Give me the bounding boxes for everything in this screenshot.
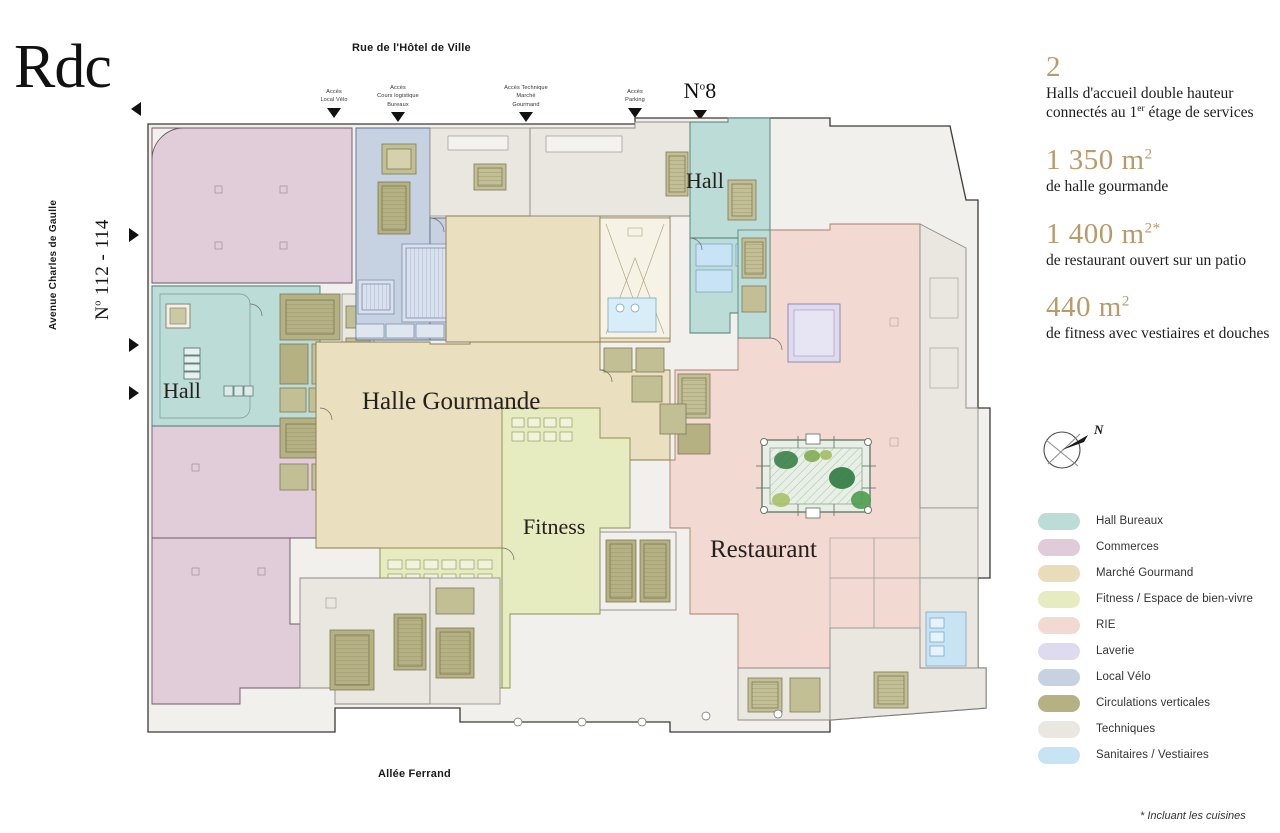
access-arrow-icon	[327, 107, 341, 118]
access-arrow-icon	[693, 110, 707, 120]
access-arrow-icon	[391, 112, 405, 123]
legend-swatch	[1038, 694, 1080, 712]
stat-halle-gourmande-value: 1 350 m2	[1046, 143, 1153, 176]
legend-swatch	[1038, 590, 1080, 608]
room-label-halle-gourmande: Halle Gourmande	[362, 388, 541, 415]
legend-swatch	[1038, 668, 1080, 686]
access-arrow-icon-left-1	[131, 102, 141, 116]
legend-item-fitness[interactable]: Fitness / Espace de bien-vivre	[1038, 586, 1278, 612]
legend-swatch	[1038, 564, 1080, 582]
legend-item-circulations-verticales[interactable]: Circulations verticales	[1038, 690, 1278, 716]
room-label-restaurant: Restaurant	[710, 536, 817, 563]
legend-swatch	[1038, 642, 1080, 660]
access-arrow-icon-left-4	[129, 386, 139, 400]
legend-item-local-velo[interactable]: Local Vélo	[1038, 664, 1278, 690]
stat-halls-desc: Halls d'accueil double hauteur connectés…	[1046, 84, 1254, 121]
legend-item-commerces[interactable]: Commerces	[1038, 534, 1278, 560]
stat-restaurant-value: 1 400 m2*	[1046, 217, 1161, 250]
stat-restaurant: 1 400 m2* de restaurant ouvert sur un pa…	[1046, 217, 1280, 271]
stat-halls: 2 Halls d'accueil double hauteur connect…	[1046, 51, 1280, 123]
stat-fitness-value: 440 m2	[1046, 291, 1130, 324]
legend-swatch	[1038, 616, 1080, 634]
legend-item-marche-gourmand[interactable]: Marché Gourmand	[1038, 560, 1278, 586]
legend-item-techniques[interactable]: Techniques	[1038, 716, 1278, 742]
access-arrow-icon-left-2	[129, 228, 139, 242]
compass-rose: N	[1036, 418, 1116, 478]
page-title: Rdc	[14, 33, 112, 101]
legend-item-hall-bureaux[interactable]: Hall Bureaux	[1038, 508, 1278, 534]
address-label-left: No 112 - 114	[92, 219, 113, 320]
access-arrow-icon	[519, 112, 533, 123]
access-marker-cours-logistique: Accès Cours logistique Bureaux	[369, 84, 427, 123]
legend-item-rie[interactable]: RIE	[1038, 612, 1278, 638]
room-label-hall-west: Hall	[163, 378, 201, 403]
access-arrow-icon	[628, 107, 642, 118]
legend-swatch	[1038, 512, 1080, 530]
street-label-top: Rue de l'Hôtel de Ville	[352, 42, 471, 54]
access-marker-parking: Accès Parking	[608, 88, 662, 118]
access-arrow-icon-left-3	[129, 338, 139, 352]
street-label-bottom: Allée Ferrand	[378, 768, 451, 780]
room-label-hall-north: Hall	[686, 168, 724, 193]
legend-swatch	[1038, 746, 1080, 764]
stat-halle-gourmande: 1 350 m2 de halle gourmande	[1046, 143, 1280, 197]
room-label-fitness: Fitness	[523, 514, 586, 539]
access-marker-no8: No8	[672, 74, 728, 120]
compass-north-label: N	[1093, 422, 1104, 437]
street-label-left: Avenue Charles de Gaulle	[48, 199, 59, 330]
legend-item-sanitaires-vestiaires[interactable]: Sanitaires / Vestiaires	[1038, 742, 1278, 768]
legend-item-laverie[interactable]: Laverie	[1038, 638, 1278, 664]
floor-plan-drawing	[130, 108, 1000, 753]
legend-swatch	[1038, 538, 1080, 556]
access-marker-technique-marche: Accès Technique Marché Gourmand	[487, 84, 565, 123]
legend-swatch	[1038, 720, 1080, 738]
stat-fitness: 440 m2 de fitness avec vestiaires et dou…	[1046, 292, 1280, 344]
legend: Hall Bureaux Commerces Marché Gourmand F…	[1038, 508, 1278, 768]
stats-panel: 2 Halls d'accueil double hauteur connect…	[1046, 51, 1280, 366]
access-marker-local-velo: Accès Local Vélo	[305, 88, 363, 118]
footnote: * Incluant les cuisines	[1140, 810, 1246, 822]
